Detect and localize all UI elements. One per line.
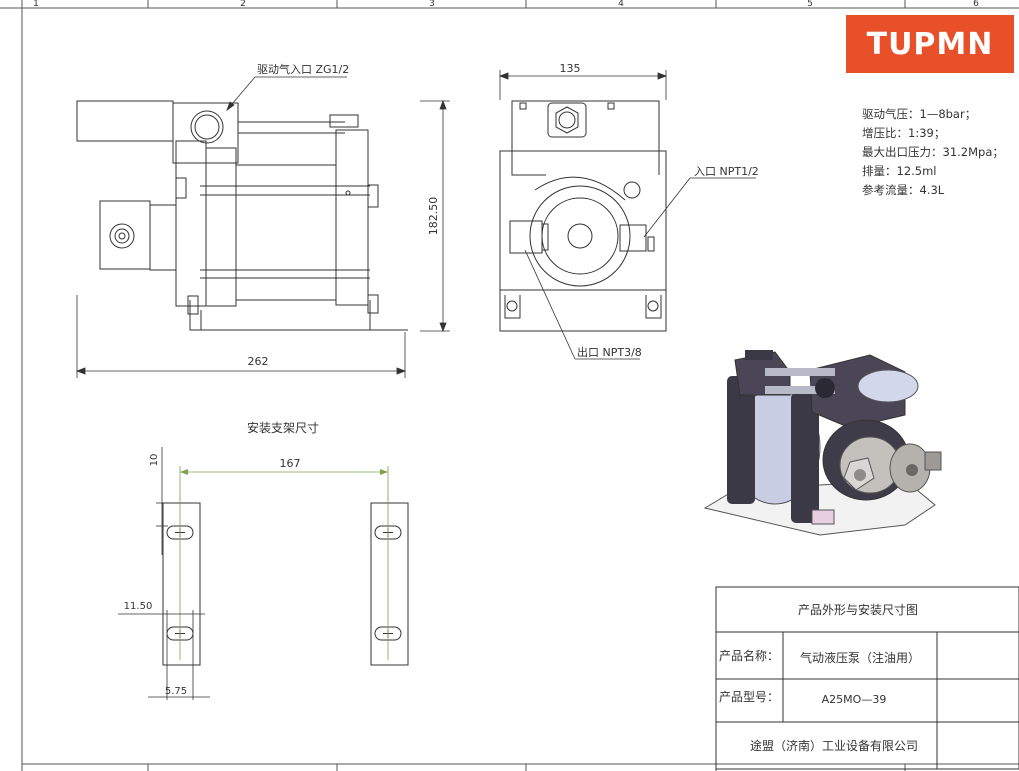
spec-list: 驱动气压：1—8bar； 增压比：1:39； 最大出口压力：31.2Mpa； 排… [862,105,1004,200]
company-name: 途盟（济南）工业设备有限公司 [750,738,918,753]
frame-col-3: 3 [429,0,435,9]
spec-boost-ratio: 增压比：1:39； [862,126,946,140]
title-block [715,586,1019,770]
bracket-spacing-dim: 167 [280,457,301,470]
inlet-label: 入口 NPT1/2 [694,165,759,178]
frame-col-5: 5 [807,0,813,9]
drive-air-inlet-label: 驱动气入口 ZG1/2 [257,62,349,76]
frame-col-2: 2 [240,0,246,9]
spec-displacement: 排量：12.5ml [862,164,937,178]
product-model-label: 产品型号： [719,690,779,704]
company-logo: TUPMN [846,15,1014,73]
product-model-value: A25MO—39 [822,693,887,706]
bracket-top-dim: 10 [149,454,160,467]
frame-col-1: 1 [33,0,39,9]
bracket-dims [118,447,389,700]
frame-col-6: 6 [973,0,979,9]
side-view [499,100,667,332]
bracket-drawing [162,502,409,666]
bracket-left-dim: 11.50 [124,601,153,612]
title-block-heading: 产品外形与安装尺寸图 [798,602,918,617]
spec-max-outlet-pressure: 最大出口压力：31.2Mpa； [862,145,1004,159]
side-width-dim: 135 [560,62,581,75]
product-name-value: 气动液压泵（注油用） [800,650,920,665]
frame-col-4: 4 [618,0,624,9]
front-width-dim: 262 [248,355,269,368]
front-view-dims [75,76,450,378]
front-height-dim: 182.50 [427,197,440,236]
side-view-dims [498,70,756,360]
outlet-label: 出口 NPT3/8 [577,345,642,359]
pump-3d-render [703,350,942,536]
bracket-slot-dim: 5.75 [165,686,187,697]
product-name-label: 产品名称： [719,648,779,663]
front-view [76,100,408,331]
bracket-title: 安装支架尺寸 [247,420,319,435]
spec-drive-pressure: 驱动气压：1—8bar； [862,107,977,121]
spec-reference-flow: 参考流量：4.3L [862,183,945,197]
